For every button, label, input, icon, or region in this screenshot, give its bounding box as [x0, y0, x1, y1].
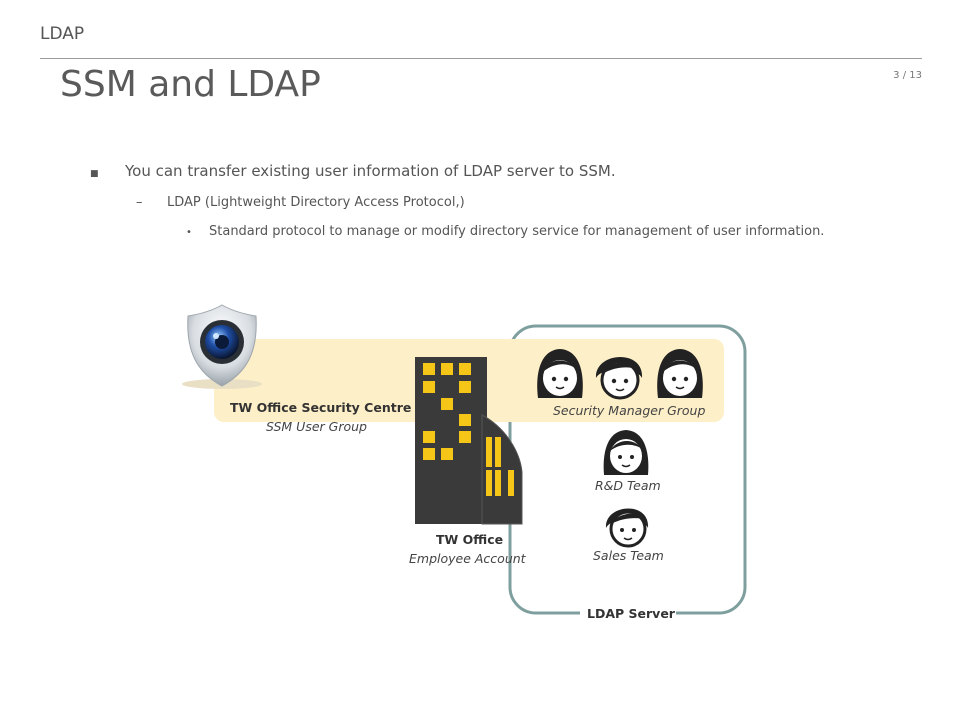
female-user-icon [537, 349, 583, 398]
square-bullet-icon: ■ [90, 169, 99, 179]
bullet-level-3: • Standard protocol to manage or modify … [186, 224, 824, 239]
ssm-subtitle-label: SSM User Group [266, 419, 367, 434]
rnd-user-icon [603, 430, 649, 475]
page-number: 3 / 13 [893, 70, 922, 81]
security-camera-shield-icon [182, 304, 262, 389]
dot-bullet-icon: • [186, 227, 192, 238]
sales-user-icon [605, 508, 649, 548]
dash-bullet-icon: – [136, 195, 143, 210]
rnd-team-label: R&D Team [595, 478, 661, 493]
ldap-label-gap [580, 606, 676, 620]
bullet-level-2-text: LDAP (Lightweight Directory Access Proto… [167, 195, 465, 210]
security-group-label: Security Manager Group [553, 403, 706, 418]
bullet-level-3-text: Standard protocol to manage or modify di… [209, 224, 825, 239]
ldap-server-label: LDAP Server [587, 606, 675, 621]
bullet-level-2: – LDAP (Lightweight Directory Access Pro… [136, 195, 465, 210]
female-user-icon [657, 349, 703, 398]
ssm-title-label: TW Office Security Centre [230, 400, 412, 415]
header-divider [40, 58, 922, 59]
office-building-icon [415, 357, 523, 525]
page-title: SSM and LDAP [60, 64, 321, 105]
male-user-icon [595, 356, 643, 400]
sales-team-label: Sales Team [593, 548, 664, 563]
office-subtitle-label: Employee Account [409, 551, 526, 566]
office-title-label: TW Office [436, 532, 504, 547]
bullet-level-1-text: You can transfer existing user informati… [125, 162, 616, 180]
section-label: LDAP [40, 24, 85, 44]
bullet-level-1: ■ You can transfer existing user informa… [90, 162, 616, 180]
